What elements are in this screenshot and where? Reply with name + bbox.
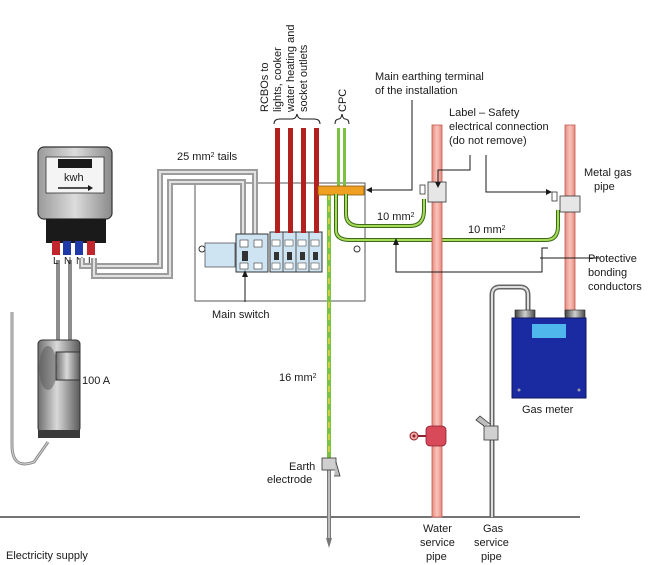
cpc-cables <box>337 128 346 188</box>
main-earth-label-line1: Main earthing terminal <box>375 71 484 83</box>
meter-unit-label: kwh <box>64 172 84 184</box>
safety-label-line2: electrical connection <box>449 121 549 133</box>
terminal-N1: N <box>64 256 71 267</box>
gas-label-line1: Gas <box>483 523 504 535</box>
electricity-meter: kwh <box>37 146 113 255</box>
main-switch <box>204 233 269 273</box>
water-label-line2: service <box>420 537 455 549</box>
metal-gas-pipe <box>559 124 581 316</box>
earth-electrode-label-line1: Earth <box>289 461 315 473</box>
bonding-conductors <box>334 194 560 242</box>
safety-label-line1: Label – Safety <box>449 107 520 119</box>
rcbo-brace <box>273 113 321 125</box>
water-label-line1: Water <box>423 523 452 535</box>
water-service-pipe <box>409 124 447 518</box>
protective-label-line2: bonding <box>588 267 627 279</box>
protective-label-line3: conductors <box>588 281 642 293</box>
terminal-L1: L <box>53 256 59 267</box>
safety-label-line3: (do not remove) <box>449 135 527 147</box>
svg-text:water heating and: water heating and <box>285 25 297 113</box>
main-fuse <box>37 339 81 438</box>
cpc-label: CPC <box>337 89 349 112</box>
earth-electrode <box>321 457 341 548</box>
rcbo-cables <box>275 128 319 233</box>
gas-meter-label: Gas meter <box>522 404 574 416</box>
tails-label: 25 mm2 tails <box>177 151 238 163</box>
gas-service-pipe <box>475 284 531 517</box>
meter-tails <box>79 169 258 279</box>
earth-size-label: 16 mm2 <box>279 372 317 384</box>
enclosure-screw-right <box>353 245 361 253</box>
svg-text:socket outlets: socket outlets <box>298 44 310 112</box>
bond1-size-label: 10 mm2 <box>377 211 415 223</box>
main-earth-label-line2: of the installation <box>375 85 458 97</box>
svg-text:lights, cooker: lights, cooker <box>272 47 284 112</box>
metal-gas-label-line2: pipe <box>594 181 615 193</box>
annotation-arrows <box>372 100 600 273</box>
gas-label-line3: pipe <box>481 551 502 563</box>
cpc-brace <box>334 113 350 125</box>
rcbo-label: RCBOs to lights, cooker water heating an… <box>259 25 310 113</box>
protective-label-line1: Protective <box>588 253 637 265</box>
fuse-rating-label: 100 A <box>82 375 111 387</box>
earth-electrode-label-line2: electrode <box>267 474 312 486</box>
gas-label-line2: service <box>474 537 509 549</box>
main-earthing-terminal <box>317 185 365 196</box>
svg-text:RCBOs to: RCBOs to <box>259 62 271 112</box>
electricity-supply-label: Electricity supply <box>6 550 88 562</box>
gas-meter <box>511 309 587 399</box>
water-label-line3: pipe <box>426 551 447 563</box>
bond2-size-label: 10 mm2 <box>468 224 506 236</box>
rcbo-bank <box>269 231 323 273</box>
metal-gas-label-line1: Metal gas <box>584 167 632 179</box>
main-switch-label: Main switch <box>212 309 269 321</box>
